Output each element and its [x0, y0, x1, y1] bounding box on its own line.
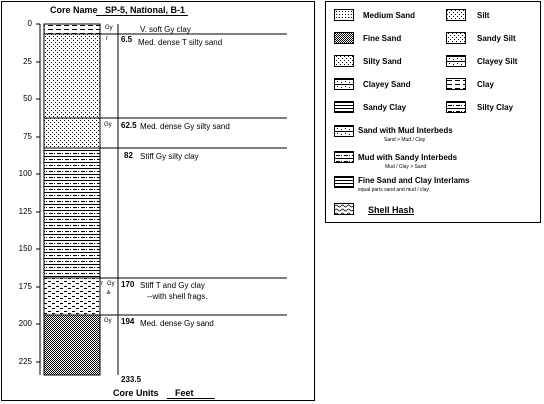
interval-depth: 62.5 — [121, 121, 137, 130]
shell-fragment-icon: ≛ — [106, 291, 112, 297]
legend-panel — [325, 1, 541, 223]
core-bottom-depth: 233.5 — [121, 375, 142, 384]
legend-note-interlams: equal parts sand and mud / clay. — [358, 187, 430, 193]
legend-swatch-silty-clay — [446, 101, 466, 113]
legend-label-clayey-silt: Clayey Silt — [477, 57, 518, 66]
legend-swatch-shell-hash — [334, 203, 354, 215]
legend-label-silt: Silt — [477, 11, 490, 20]
interval-description: Med. dense T silty sand — [138, 38, 223, 47]
interval-description: Med. dense Gy sand — [140, 319, 214, 328]
depth-tick-label: 175 — [18, 282, 32, 291]
interval-description: Stiff Gy silty clay — [140, 152, 199, 161]
interval-mark: r — [101, 281, 103, 287]
interval-color-code: Gy — [104, 122, 112, 128]
interval-shell-clay-fill — [44, 278, 100, 315]
depth-tick-label: 100 — [18, 169, 32, 178]
interval-fine-sand-fill — [44, 315, 100, 375]
interval-clay-fill — [44, 24, 100, 34]
legend-swatch-clay — [446, 78, 466, 90]
legend-label-medium-sand: Medium Sand — [363, 11, 416, 20]
depth-tick-label: 50 — [23, 94, 32, 103]
depth-ticks — [36, 23, 40, 363]
legend-swatch-mud-sandy-interbeds — [334, 151, 354, 163]
interval-depth: 6.5 — [121, 35, 133, 44]
core-units-value: Feet — [175, 388, 194, 398]
depth-tick-label: 0 — [27, 19, 32, 28]
legend-swatch-fine-sand — [334, 32, 354, 44]
interval-color-code: Gy — [105, 25, 113, 31]
legend-label-clay: Clay — [477, 80, 494, 89]
depth-tick-label: 25 — [23, 57, 32, 66]
legend-label-silty-clay: Silty Clay — [477, 103, 514, 112]
legend-label-fine-sand-clay-interlams: Fine Sand and Clay Interlams — [358, 176, 470, 185]
depth-tick-label: 225 — [18, 357, 32, 366]
interval-depth: 170 — [121, 280, 135, 289]
legend-swatch-fine-sand-clay-interlams — [334, 176, 354, 188]
depth-tick-label: 150 — [18, 244, 32, 253]
core-name-label: Core Name — [50, 5, 98, 15]
interval-description: Med. dense Gy silty sand — [140, 122, 230, 131]
depth-tick-label: 75 — [23, 132, 32, 141]
interval-color-code: Gy — [107, 281, 115, 287]
legend-label-sandy-clay: Sandy Clay — [363, 103, 407, 112]
interval-silty-clay-fill — [44, 148, 100, 278]
legend-swatch-sand-mud-interbeds — [334, 125, 354, 137]
interval-description: Stiff T and Gy clay — [140, 281, 205, 290]
legend-label-clayey-sand: Clayey Sand — [363, 80, 411, 89]
legend-label-sandy-silt: Sandy Silt — [477, 34, 516, 43]
interval-description-2: --with shell frags. — [147, 292, 208, 301]
core-name-underline — [96, 15, 188, 16]
core-log-panel — [1, 1, 315, 401]
interval-color-code: Gy — [104, 318, 112, 324]
legend-swatch-silt — [446, 9, 466, 21]
legend-note-sand-mud: Sand > Mud / Clay — [384, 137, 426, 143]
interval-description: V. soft Gy clay — [140, 25, 191, 34]
legend-swatch-clayey-silt — [446, 55, 466, 67]
legend-swatch-medium-sand — [334, 9, 354, 21]
legend-swatch-silty-sand — [334, 55, 354, 67]
legend-label-silty-sand: Silty Sand — [363, 57, 402, 66]
legend-swatch-sandy-silt — [446, 32, 466, 44]
legend-label-fine-sand: Fine Sand — [363, 34, 402, 43]
core-units-underline — [167, 398, 215, 399]
interval-silty-sand-2-fill — [44, 118, 100, 148]
core-name-value: SP-5, National, B-1 — [105, 5, 186, 15]
legend-label-sand-mud-interbeds: Sand with Mud Interbeds — [358, 126, 453, 135]
legend-swatch-sandy-clay — [334, 101, 354, 113]
interval-depth: 82 — [124, 151, 133, 160]
depth-tick-label: 125 — [18, 207, 32, 216]
depth-tick-label: 200 — [18, 319, 32, 328]
interval-mark: r — [106, 36, 108, 42]
legend-note-mud-sand: Mud / Clay > Sand — [385, 164, 427, 170]
interval-depth: 194 — [121, 317, 135, 326]
legend-label-shell-hash: Shell Hash — [368, 205, 415, 215]
legend-label-mud-sandy-interbeds: Mud with Sandy Interbeds — [358, 153, 458, 162]
legend-swatch-clayey-sand — [334, 78, 354, 90]
core-units-label: Core Units — [113, 388, 159, 398]
